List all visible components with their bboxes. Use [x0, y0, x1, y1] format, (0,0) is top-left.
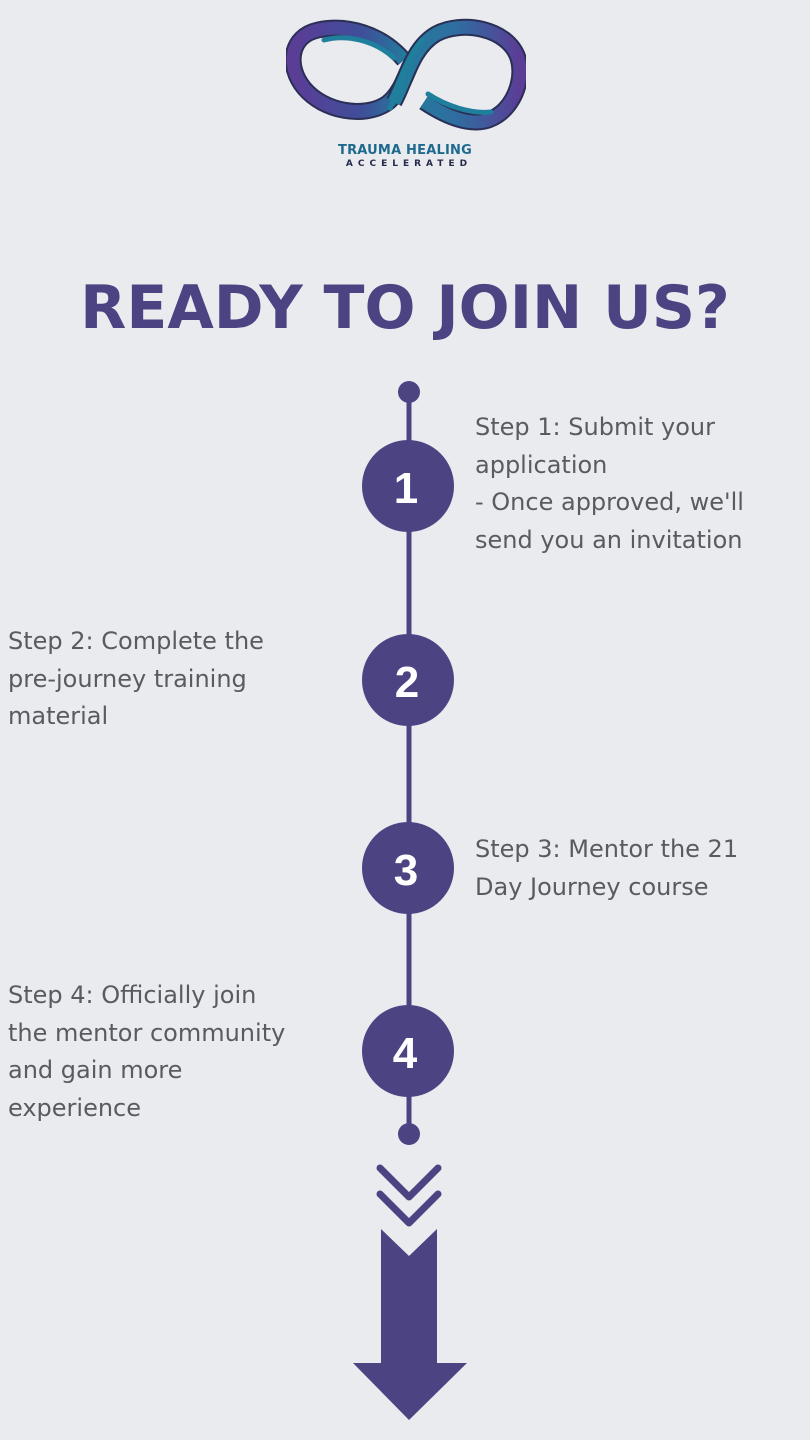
- step-number: 2: [395, 658, 419, 707]
- step-text-line: send you an invitation: [475, 525, 743, 554]
- step-text-line: - Once approved, we'll: [475, 488, 744, 516]
- step-2-description: Step 2: Complete the pre-journey trainin…: [8, 623, 264, 736]
- down-arrow-icon: [353, 1229, 467, 1420]
- double-chevron-down-icon: [376, 1164, 442, 1227]
- brand-tagline: ACCELERATED: [345, 159, 473, 169]
- step-text-line: Day Journey course: [475, 872, 709, 901]
- timeline-start-dot: [398, 381, 420, 403]
- step-1-description: Step 1: Submit your application - Once a…: [475, 409, 744, 559]
- step-text-line: the mentor community: [8, 1018, 286, 1047]
- page-title: READY TO JOIN US?: [80, 273, 730, 344]
- step-text-line: material: [8, 702, 109, 730]
- step-text-line: application: [475, 450, 608, 479]
- timeline-end-dot: [398, 1123, 420, 1145]
- step-number: 3: [394, 846, 418, 895]
- step-number: 4: [393, 1029, 418, 1078]
- step-4-marker: 4: [362, 1005, 454, 1097]
- step-3-marker: 3: [362, 822, 454, 914]
- step-text-line: Step 1: Submit your: [475, 413, 715, 441]
- step-text-line: experience: [8, 1093, 142, 1122]
- step-3-description: Step 3: Mentor the 21 Day Journey course: [475, 831, 738, 906]
- infinity-loop-icon: [286, 18, 526, 131]
- step-number: 1: [394, 464, 418, 513]
- step-text-line: Step 3: Mentor the 21: [475, 835, 739, 863]
- step-text-line: pre-journey training: [8, 664, 247, 693]
- step-text-line: Step 2: Complete the: [8, 627, 264, 655]
- step-text-line: and gain more: [8, 1056, 183, 1084]
- step-circle: [362, 1005, 454, 1097]
- step-circle: [362, 440, 454, 532]
- step-1-marker: 1: [362, 440, 454, 532]
- step-circle: [362, 822, 454, 914]
- step-text-line: Step 4: Officially join: [8, 981, 257, 1009]
- step-2-marker: 2: [362, 634, 454, 726]
- step-circle: [362, 634, 454, 726]
- brand-name: TRAUMA HEALING: [338, 143, 472, 158]
- step-4-description: Step 4: Officially join the mentor commu…: [8, 977, 285, 1127]
